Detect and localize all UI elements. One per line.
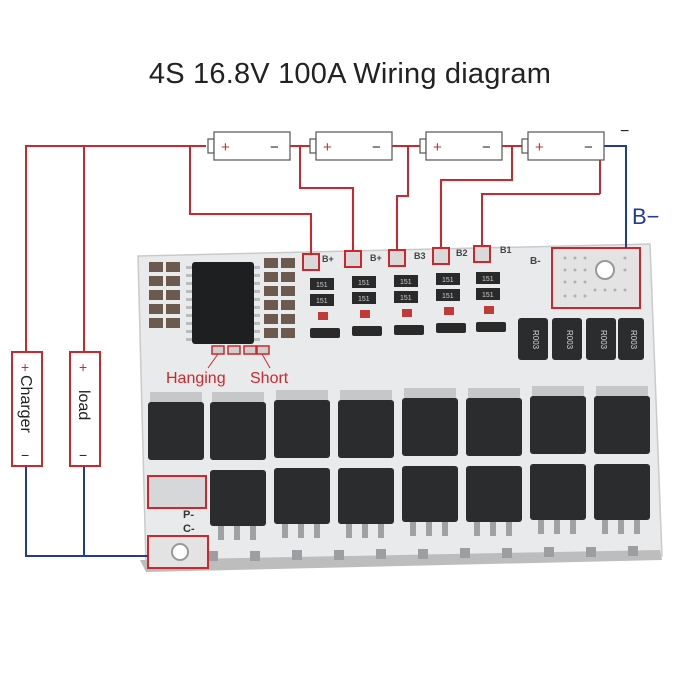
chip-resistor-code: 151 xyxy=(358,280,370,287)
shunt-code: R003 xyxy=(599,330,608,350)
balance-pads xyxy=(302,245,491,271)
charger-label: Charger xyxy=(17,375,34,433)
pack-negative-sign: − xyxy=(620,123,629,140)
positive-wires xyxy=(25,145,601,352)
short-label: Short xyxy=(250,370,289,387)
label-p-minus: P- xyxy=(183,509,194,521)
label-b-plus: B+ xyxy=(322,254,334,264)
mosfet-row-top xyxy=(148,386,650,460)
chip-resistors: 151 151 151 151 151 151 151 151 151 151 xyxy=(310,272,500,306)
load-plus: + xyxy=(79,359,87,375)
cell-minus: − xyxy=(372,139,381,156)
mosfet-row-bottom xyxy=(210,464,650,540)
load-minus: − xyxy=(79,447,87,463)
label-b1: B1 xyxy=(500,245,512,255)
chip-resistor-code: 151 xyxy=(316,298,328,305)
cell-plus: + xyxy=(433,139,442,156)
hanging-label: Hanging xyxy=(166,370,226,387)
label-c-minus: C- xyxy=(183,523,195,535)
chip-resistor-code: 151 xyxy=(400,295,412,302)
shunt-resistors: R003 R003 R003 R003 xyxy=(518,318,644,360)
battery-cell xyxy=(207,131,291,161)
cell-minus: − xyxy=(270,139,279,156)
negative-wires xyxy=(25,145,627,557)
label-b-plus-2: B+ xyxy=(370,253,382,263)
diagram-title: 4S 16.8V 100A Wiring diagram xyxy=(148,58,552,90)
load-label: load xyxy=(75,390,92,420)
b-minus-label: B− xyxy=(632,204,660,229)
shunt-code: R003 xyxy=(629,330,638,350)
cell-plus: + xyxy=(221,139,230,156)
load-box: + load − xyxy=(69,351,101,467)
chip-resistor-code: 151 xyxy=(316,282,328,289)
hanging-short-pads xyxy=(207,345,271,369)
chip-resistor-code: 151 xyxy=(442,293,454,300)
shunt-code: R003 xyxy=(565,330,574,350)
cell-plus: + xyxy=(323,139,332,156)
charger-minus: − xyxy=(21,447,29,463)
shunt-code: R003 xyxy=(531,330,540,350)
chip-resistor-code: 151 xyxy=(358,296,370,303)
label-b3: B3 xyxy=(414,251,426,261)
chip-resistor-code: 151 xyxy=(400,279,412,286)
battery-cell xyxy=(521,131,605,161)
battery-cells: + − + − + − + − − xyxy=(207,123,629,161)
battery-cell xyxy=(309,131,393,161)
charger-plus: + xyxy=(21,359,29,375)
cell-minus: − xyxy=(482,139,491,156)
chip-resistor-code: 151 xyxy=(482,292,494,299)
cell-minus: − xyxy=(584,139,593,156)
balance-transistors xyxy=(310,306,506,338)
chip-resistor-code: 151 xyxy=(442,277,454,284)
charger-box: + Charger − xyxy=(11,351,43,467)
bms-ic-chip xyxy=(186,262,260,344)
label-b2: B2 xyxy=(456,248,468,258)
b-minus-pad xyxy=(551,247,641,309)
battery-cell xyxy=(419,131,503,161)
chip-resistor-code: 151 xyxy=(482,276,494,283)
label-b-minus-pad: B- xyxy=(530,256,541,267)
resistor-array-left xyxy=(149,258,295,338)
c-minus-pad xyxy=(147,535,209,569)
p-minus-pad xyxy=(147,475,207,509)
cell-plus: + xyxy=(535,139,544,156)
